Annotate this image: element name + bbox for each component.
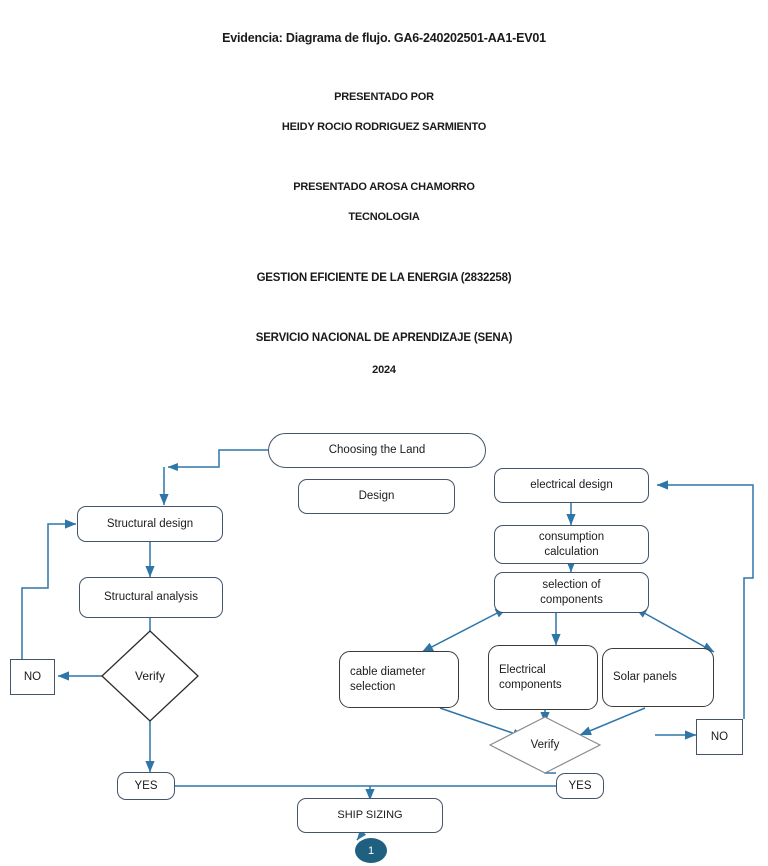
node-label: 1: [367, 844, 375, 857]
node-label-line1: cable diameter: [350, 666, 426, 679]
node-label: Solar panels: [613, 671, 677, 684]
node-label: Structural analysis: [104, 591, 198, 604]
edge-land-to-step: [167, 449, 268, 472]
node-label: Structural design: [106, 517, 194, 530]
node-label-line1: Electrical: [499, 664, 546, 677]
node-yes-left[interactable]: YES: [117, 772, 175, 800]
node-consumption-calculation[interactable]: consumption calculation: [494, 525, 649, 564]
page-title: Evidencia: Diagrama de flujo. GA6-240202…: [222, 31, 546, 45]
node-verify-left[interactable]: Verify: [101, 630, 199, 722]
node-structural-analysis[interactable]: Structural analysis: [79, 577, 223, 618]
node-label: NO: [710, 730, 729, 743]
node-verify-right[interactable]: Verify: [489, 716, 601, 774]
node-label: consumption calculation: [539, 530, 604, 559]
node-design[interactable]: Design: [298, 479, 455, 514]
node-choosing-the-land[interactable]: Choosing the Land: [268, 433, 486, 468]
node-label: SHIP SIZING: [337, 808, 403, 821]
presented-by-label: PRESENTADO POR: [334, 91, 434, 103]
program-name: TECNOLOGIA: [348, 211, 420, 223]
diamond-shape: [101, 630, 199, 722]
edge-selection-to-solar: [635, 607, 715, 653]
institution-name: SERVICIO NACIONAL DE APRENDIZAJE (SENA): [255, 332, 513, 344]
node-cable-diameter-selection[interactable]: cable diameter selection: [339, 651, 459, 708]
author-name: HEIDY ROCIO RODRIGUEZ SARMIENTO: [281, 121, 487, 133]
node-label-line1: selection of: [542, 579, 601, 592]
node-label-line2: calculation: [544, 545, 599, 558]
node-selection-of-components[interactable]: selection of components: [494, 572, 649, 613]
node-label: NO: [23, 670, 42, 683]
node-label: Verify: [134, 669, 165, 683]
node-label: electrical design: [530, 479, 613, 492]
node-electrical-design[interactable]: electrical design: [494, 468, 649, 503]
node-label: selection of components: [540, 578, 603, 607]
node-label: Design: [358, 490, 395, 503]
edge-cable-to-verify-right: [439, 707, 525, 738]
node-connector-one[interactable]: 1: [355, 838, 387, 863]
presented-to-label: PRESENTADO AROSA CHAMORRO: [293, 181, 475, 193]
node-label-line2: components: [540, 593, 603, 606]
course-name: GESTION EFICIENTE DE LA ENERGIA (2832258…: [256, 272, 512, 284]
node-label: Verify: [530, 739, 560, 751]
node-label: YES: [134, 779, 158, 792]
node-label: Electrical components: [499, 663, 562, 692]
node-label-line2: components: [499, 678, 562, 691]
node-no-right[interactable]: NO: [696, 719, 743, 755]
edge-solar-to-verify-right: [579, 707, 646, 736]
node-label-line2: selection: [350, 680, 396, 693]
document-year: 2024: [372, 364, 396, 376]
node-label-line1: consumption: [538, 531, 605, 544]
node-electrical-components[interactable]: Electrical components: [488, 645, 598, 710]
node-label: Choosing the Land: [328, 444, 426, 457]
node-no-left[interactable]: NO: [10, 659, 55, 695]
edge-no-right-loopback: [656, 480, 754, 719]
node-solar-panels[interactable]: Solar panels: [602, 648, 714, 707]
node-label: YES: [568, 779, 592, 792]
edge-no-left-loopback: [21, 519, 77, 659]
node-ship-sizing[interactable]: SHIP SIZING: [297, 798, 443, 833]
edge-selection-to-cable: [421, 608, 507, 653]
node-label: cable diameter selection: [350, 665, 425, 694]
node-yes-right[interactable]: YES: [556, 773, 604, 799]
node-structural-design[interactable]: Structural design: [77, 506, 223, 542]
